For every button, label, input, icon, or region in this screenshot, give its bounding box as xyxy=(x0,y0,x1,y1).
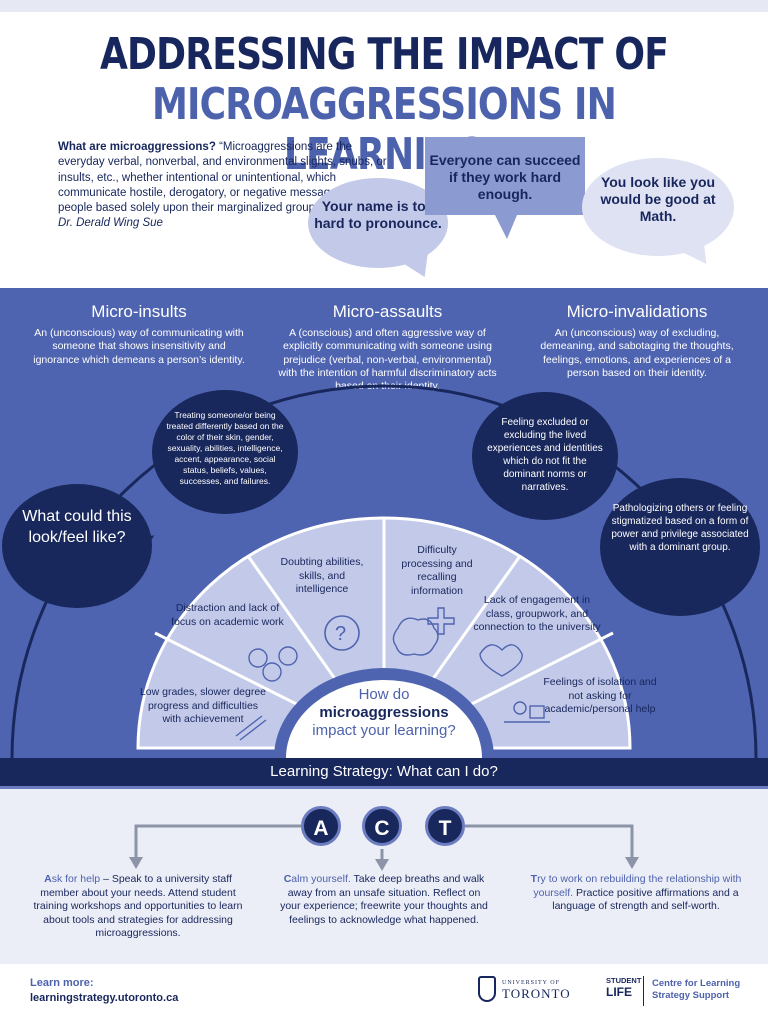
impact-arc-diagram: ? xyxy=(10,384,758,758)
act-connector-lines xyxy=(129,824,639,871)
type-micro-assaults: Micro-assaults A (conscious) and often a… xyxy=(275,302,500,393)
uoft-logo: UNIVERSITY OF TORONTO xyxy=(478,976,578,1004)
intro-question: What are microaggressions? xyxy=(58,141,216,153)
strategy-ask: Ask for help – Speak to a university sta… xyxy=(28,873,248,941)
pencil-icon xyxy=(235,715,267,741)
impact-question-emphasis: microaggressions xyxy=(319,704,449,721)
act-letter-t: T xyxy=(425,806,465,846)
type-desc: A (conscious) and often aggressive way o… xyxy=(278,327,497,393)
act-letter-a: A xyxy=(301,806,341,846)
intro-definition: What are microaggressions? “Microaggress… xyxy=(58,140,398,232)
strategy-initial: T xyxy=(530,873,538,885)
student-life-bottom: LIFE xyxy=(606,985,632,999)
faces-icon xyxy=(248,646,298,682)
svg-text:?: ? xyxy=(335,623,346,645)
learn-more-link[interactable]: learningstrategy.utoronto.ca xyxy=(30,992,179,1004)
type-desc: An (unconscious) way of communicating wi… xyxy=(33,327,245,366)
act-letter-c: C xyxy=(362,806,402,846)
logo-divider xyxy=(643,976,644,1006)
impact-engagement: Lack of engagement in class, groupwork, … xyxy=(473,594,601,633)
uoft-crest-icon xyxy=(478,976,496,1002)
example-excluded: Feeling excluded or excluding the lived … xyxy=(472,392,618,520)
type-title: Micro-assaults xyxy=(332,302,443,321)
speech-bubble-succeed: Everyone can succeed if they work hard e… xyxy=(425,137,585,239)
strategy-head: sk for help xyxy=(51,873,101,885)
example-treating: Treating someone/or being treated differ… xyxy=(152,390,298,514)
learn-more-label: Learn more: xyxy=(30,977,94,989)
heart-icon xyxy=(479,644,523,677)
type-micro-insults: Micro-insults An (unconscious) way of co… xyxy=(28,302,250,367)
impact-question-post: impact your learning? xyxy=(312,722,456,739)
strategy-body: – Speak to a university staff member abo… xyxy=(33,873,243,939)
type-desc: An (unconscious) way of excluding, demea… xyxy=(540,327,734,379)
type-title: Micro-invalidations xyxy=(566,302,708,321)
strategy-head: alm yourself. xyxy=(291,873,351,885)
uoft-logo-big: TORONTO xyxy=(502,986,571,1001)
strategy-body: Take deep breaths and walk away from an … xyxy=(280,873,488,926)
brain-icon xyxy=(392,607,455,656)
impact-distraction: Distraction and lack of focus on academi… xyxy=(171,602,284,628)
intro-author: Dr. Derald Wing Sue xyxy=(58,217,163,230)
impact-processing: Difficulty processing and recalling info… xyxy=(401,544,473,597)
impact-question-pre: How do xyxy=(358,686,410,703)
type-title: Micro-insults xyxy=(91,302,187,321)
intro-text: “Microaggressions are the everyday verba… xyxy=(58,141,389,215)
impact-doubting: Doubting abilities, skills, and intellig… xyxy=(280,556,364,595)
inner-center xyxy=(286,680,482,758)
examples-question: What could this look/feel like? xyxy=(2,484,152,608)
type-micro-invalidations: Micro-invalidations An (unconscious) way… xyxy=(526,302,748,380)
page-title: ADDRESSING THE IMPACT OF MICROAGGRESSION… xyxy=(0,30,768,180)
impact-low-grades: Low grades, slower degree progress and d… xyxy=(139,686,267,725)
impact-isolation: Feelings of isolation and not asking for… xyxy=(543,676,657,715)
uoft-logo-small: UNIVERSITY OF xyxy=(502,980,560,986)
strategy-initial: C xyxy=(283,873,292,885)
learn-more: Learn more: learningstrategy.utoronto.ca xyxy=(30,976,178,1006)
example-pathologizing: Pathologizing others or feeling stigmati… xyxy=(600,478,760,616)
desk-person-icon xyxy=(504,701,550,723)
speech-bubble-math: You look like you would be good at Math. xyxy=(582,158,734,256)
question-head-icon: ? xyxy=(324,615,360,651)
title-line-1: ADDRESSING THE IMPACT OF xyxy=(99,29,669,80)
speech-bubble-name: Your name is too hard to pronounce. xyxy=(308,178,448,268)
strategy-header: Learning Strategy: What can I do? xyxy=(0,758,768,789)
strategy-initial: A xyxy=(44,873,52,885)
strategy-try: Try to work on rebuilding the relationsh… xyxy=(530,873,742,914)
strategy-calm: Calm yourself. Take deep breaths and wal… xyxy=(278,873,490,927)
strategy-head: ry to work on rebuilding the relationshi… xyxy=(533,873,742,899)
student-life-top: STUDENT xyxy=(606,976,642,985)
centre-logo-text: Centre for Learning Strategy Support xyxy=(652,978,741,1001)
student-life-logo: STUDENT LIFE xyxy=(606,976,641,999)
strategy-body: Practice positive affirmations and a lan… xyxy=(552,886,739,913)
impact-question: How do microaggressions impact your lear… xyxy=(286,686,482,740)
top-band xyxy=(0,0,768,12)
